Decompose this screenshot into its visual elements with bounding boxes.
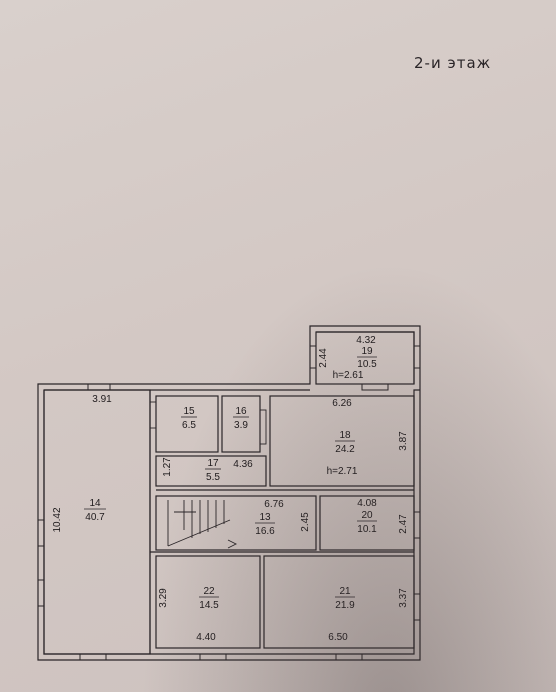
dim-436: 4.36 xyxy=(233,459,253,470)
room-18-outline xyxy=(269,395,415,487)
room-19-number: 19 xyxy=(361,346,373,357)
dim-127: 1.27 xyxy=(162,457,173,477)
dim-676: 6.76 xyxy=(264,499,284,510)
dim-626: 6.26 xyxy=(332,398,352,409)
room-22-area: 14.5 xyxy=(199,600,219,611)
height-room-19: h=2.61 xyxy=(333,370,364,381)
room-18-area: 24.2 xyxy=(335,444,355,455)
dim-balcony-width: 4.32 xyxy=(356,335,376,346)
dim-337: 3.37 xyxy=(398,588,409,608)
room-15-number: 15 xyxy=(183,406,195,417)
room-13-outline xyxy=(155,495,317,551)
dim-balcony-depth: 2.44 xyxy=(318,348,329,368)
windows xyxy=(37,345,421,661)
dim-387: 3.87 xyxy=(398,431,409,451)
dim-408: 4.08 xyxy=(357,498,377,509)
room-18-number: 18 xyxy=(339,430,351,441)
room-21-number: 21 xyxy=(339,586,351,597)
page-title: 2-и этаж xyxy=(414,54,492,72)
room-21-area: 21.9 xyxy=(335,600,355,611)
room-19-area: 10.5 xyxy=(357,359,377,370)
room-22-outline xyxy=(155,555,261,649)
room-13-number: 13 xyxy=(259,512,271,523)
dim-245: 2.45 xyxy=(300,512,311,532)
outer-wall-inner xyxy=(43,331,420,655)
dim-1042: 10.42 xyxy=(52,507,63,532)
dim-650: 6.50 xyxy=(328,632,348,643)
room-20-number: 20 xyxy=(361,510,373,521)
room-15-area: 6.5 xyxy=(182,420,196,431)
room-17-outline xyxy=(155,455,267,487)
room-16-area: 3.9 xyxy=(234,420,248,431)
room-22-number: 22 xyxy=(203,586,215,597)
room-14-number: 14 xyxy=(89,498,101,509)
room-17-area: 5.5 xyxy=(206,472,220,483)
room-14-area: 40.7 xyxy=(85,512,105,523)
dim-440: 4.40 xyxy=(196,632,216,643)
height-room-18: h=2.71 xyxy=(327,466,358,477)
dim-329: 3.29 xyxy=(158,588,169,608)
room-20-area: 10.1 xyxy=(357,524,377,535)
room-17-number: 17 xyxy=(207,458,219,469)
dim-247: 2.47 xyxy=(398,514,409,534)
vent-ducts xyxy=(149,401,267,445)
dim-391: 3.91 xyxy=(92,394,112,405)
room-16-number: 16 xyxy=(235,406,247,417)
room-13-area: 16.6 xyxy=(255,526,275,537)
staircase xyxy=(167,500,238,549)
